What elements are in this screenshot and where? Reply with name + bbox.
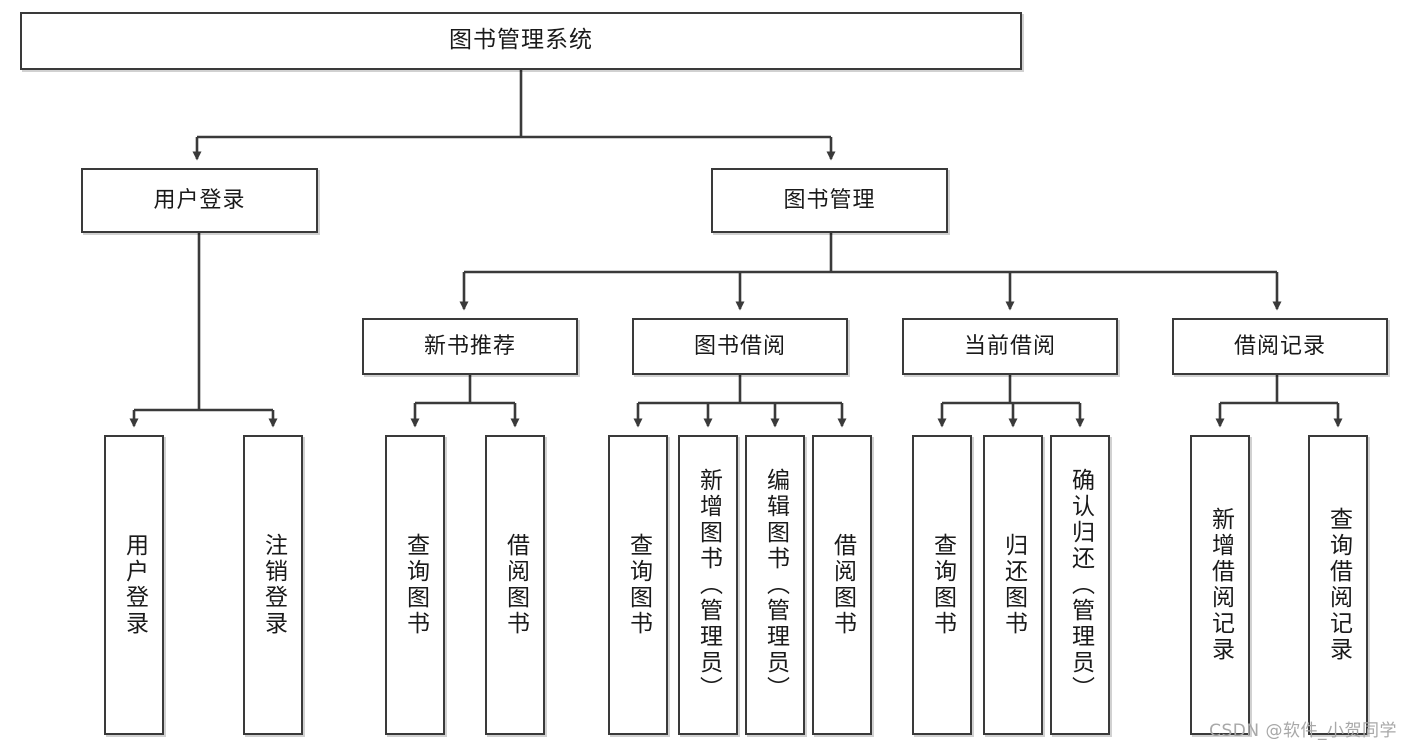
leaf-newbook-query-book[interactable]: 查询图书	[385, 435, 445, 735]
node-label: 当前借阅	[963, 333, 1056, 359]
node-label: 确认归还（管理员）	[1067, 468, 1094, 702]
node-label: 新增借阅记录	[1207, 507, 1234, 663]
leaf-current-confirm-return-admin[interactable]: 确认归还（管理员）	[1050, 435, 1110, 735]
node-label: 借阅记录	[1233, 333, 1326, 359]
node-label: 借阅图书	[502, 533, 529, 637]
node-label: 查询借阅记录	[1325, 507, 1352, 663]
leaf-borrow-edit-book-admin[interactable]: 编辑图书（管理员）	[745, 435, 805, 735]
node-label: 借阅图书	[829, 533, 856, 637]
leaf-records-query-record[interactable]: 查询借阅记录	[1308, 435, 1368, 735]
node-label: 新书推荐	[423, 333, 516, 359]
leaf-user-logout[interactable]: 注销登录	[243, 435, 303, 735]
leaf-current-query-book[interactable]: 查询图书	[912, 435, 972, 735]
node-label: 用户登录	[153, 187, 246, 213]
node-label: 图书管理	[783, 187, 876, 213]
node-book-management[interactable]: 图书管理	[711, 168, 948, 233]
node-label: 归还图书	[1000, 533, 1027, 637]
node-current-borrow[interactable]: 当前借阅	[902, 318, 1118, 375]
leaf-borrow-add-book-admin[interactable]: 新增图书（管理员）	[678, 435, 738, 735]
node-root-system[interactable]: 图书管理系统	[20, 12, 1022, 70]
node-label: 注销登录	[260, 533, 287, 637]
node-new-book-recommend[interactable]: 新书推荐	[362, 318, 578, 375]
node-borrow-records[interactable]: 借阅记录	[1172, 318, 1388, 375]
node-label: 查询图书	[402, 533, 429, 637]
leaf-borrow-borrow-book[interactable]: 借阅图书	[812, 435, 872, 735]
node-user-login[interactable]: 用户登录	[81, 168, 318, 233]
node-label: 编辑图书（管理员）	[762, 468, 789, 702]
node-label: 用户登录	[121, 533, 148, 637]
leaf-borrow-query-book[interactable]: 查询图书	[608, 435, 668, 735]
leaf-newbook-borrow-book[interactable]: 借阅图书	[485, 435, 545, 735]
leaf-records-add-record[interactable]: 新增借阅记录	[1190, 435, 1250, 735]
leaf-user-login[interactable]: 用户登录	[104, 435, 164, 735]
node-label: 图书借阅	[693, 333, 786, 359]
watermark: CSDN @软件_小贺同学	[1209, 721, 1397, 741]
node-label: 查询图书	[929, 533, 956, 637]
node-label: 查询图书	[625, 533, 652, 637]
node-label: 图书管理系统	[449, 27, 593, 54]
leaf-current-return-book[interactable]: 归还图书	[983, 435, 1043, 735]
node-label: 新增图书（管理员）	[695, 468, 722, 702]
node-book-borrow[interactable]: 图书借阅	[632, 318, 848, 375]
